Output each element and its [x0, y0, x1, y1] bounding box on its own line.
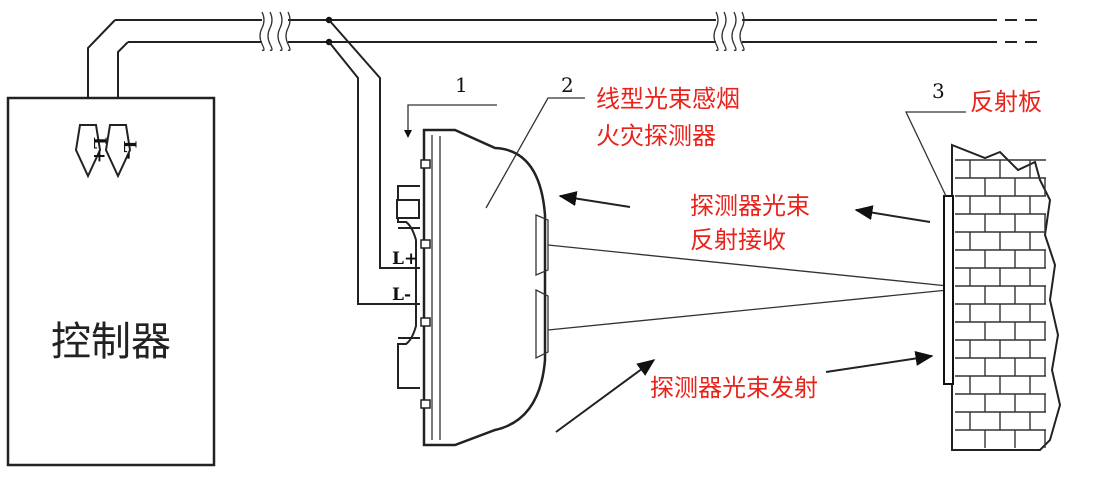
detector-terminal-neg: L-	[392, 285, 411, 305]
callout-1: 1	[404, 73, 497, 138]
light-beam	[547, 244, 949, 331]
receive-label-line2: 反射接收	[690, 226, 786, 254]
callout-3: 3	[904, 79, 966, 197]
detector-body	[420, 128, 549, 447]
svg-text:3: 3	[932, 79, 945, 103]
controller-terminal-pos: L+	[74, 124, 109, 179]
svg-text:1: 1	[455, 73, 468, 97]
receive-arrow-left	[558, 191, 631, 208]
svg-text:L-: L-	[119, 140, 139, 159]
detector-label-line2: 火灾探测器	[596, 122, 716, 150]
callout-2: 2	[485, 73, 585, 209]
emit-arrow-left	[555, 359, 656, 433]
svg-text:2: 2	[561, 73, 574, 97]
reflector-wall	[951, 143, 1062, 451]
receive-arrow-right	[854, 205, 931, 223]
reflector-label: 反射板	[970, 88, 1042, 116]
receive-label-line1: 探测器光束	[690, 192, 810, 220]
reflector-plate	[943, 195, 954, 385]
emit-arrow-right	[825, 351, 934, 373]
bus-wires	[115, 11, 1040, 52]
detector-mount	[396, 185, 420, 389]
controller-label: 控制器	[51, 319, 171, 365]
detector-terminal-pos: L+	[392, 249, 418, 269]
svg-text:L+: L+	[89, 137, 109, 163]
controller-wires	[87, 19, 129, 118]
detector-branch-wires	[325, 16, 420, 305]
controller-terminal-neg: L-	[104, 124, 139, 179]
detector-label-line1: 线型光束感烟	[596, 85, 740, 113]
emit-label: 探测器光束发射	[650, 374, 818, 402]
